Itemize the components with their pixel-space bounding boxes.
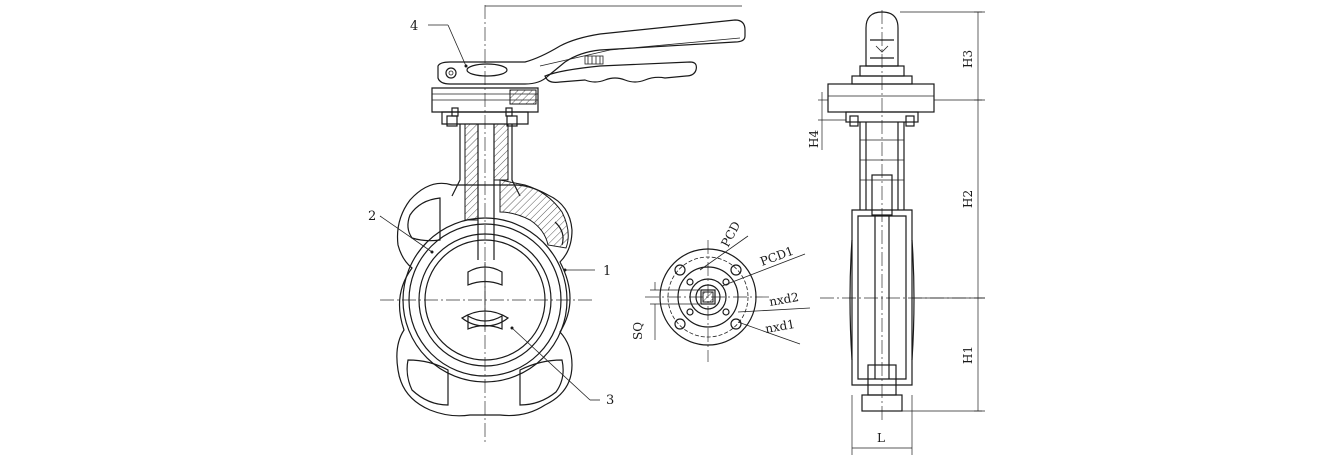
part-leaders — [379, 24, 600, 401]
part-label-1: 1 — [603, 264, 611, 279]
l-label: L — [877, 431, 885, 445]
h4-label: H4 — [807, 130, 821, 148]
nxd2-label: nxd2 — [768, 290, 800, 309]
h2-label: H2 — [961, 190, 975, 208]
valve-body — [396, 179, 573, 417]
side-view: H3 H2 H1 H4 L — [807, 10, 985, 455]
part-label-4: 4 — [410, 19, 418, 34]
part-label-3: 3 — [606, 393, 614, 408]
front-view: 4 2 1 3 — [368, 5, 746, 445]
top-plate — [431, 87, 539, 127]
nxd1-label: nxd1 — [764, 317, 796, 336]
lever-handle — [437, 19, 746, 85]
h1-label: H1 — [961, 346, 975, 364]
flange-view: PCD PCD1 nxd2 nxd1 SQ — [631, 219, 811, 362]
sq-label: SQ — [631, 322, 645, 340]
part-label-2: 2 — [368, 209, 376, 224]
pcd-label: PCD — [718, 219, 743, 249]
h3-label: H3 — [961, 50, 975, 68]
neck — [451, 123, 521, 240]
